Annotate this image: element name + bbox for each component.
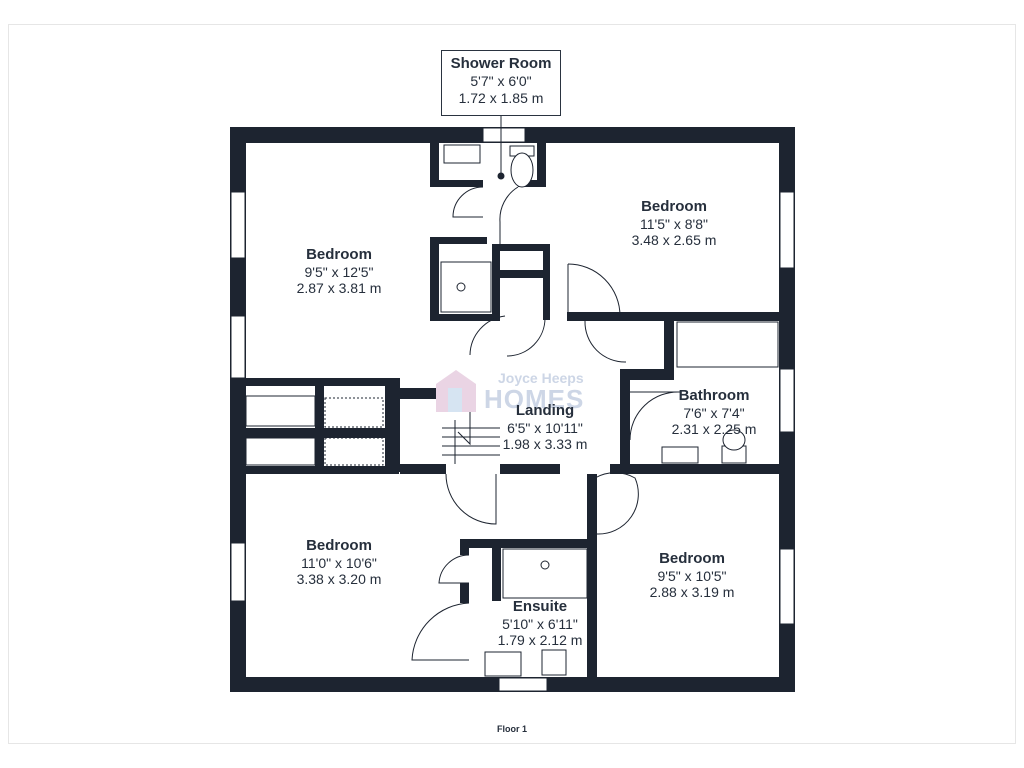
room-label-bedroom-bottom-right: Bedroom 9'5" x 10'5" 2.88 x 3.19 m — [612, 550, 772, 601]
room-name: Landing — [515, 402, 575, 419]
fixtures — [245, 144, 779, 677]
shower-room-label-box: Shower Room 5'7" x 6'0" 1.72 x 1.85 m — [441, 50, 561, 116]
room-dimension-metric: 1.79 x 2.12 m — [497, 632, 583, 649]
bathroom-basin — [661, 446, 699, 464]
room-label-ensuite: Ensuite 5'10" x 6'11" 1.79 x 2.12 m — [470, 598, 610, 649]
room-dimension-imperial: 9'5" x 10'5" — [657, 567, 727, 584]
room-dimension-imperial: 11'5" x 8'8" — [640, 215, 708, 232]
bedroom-shower-tray — [440, 261, 492, 313]
floor-label: Floor 1 — [496, 724, 527, 734]
room-name: Shower Room — [450, 55, 552, 72]
room-name: Bedroom — [306, 246, 372, 263]
wardrobe-upper — [245, 395, 316, 427]
bathroom-bath — [676, 321, 779, 368]
room-name: Ensuite — [512, 598, 568, 615]
windows — [230, 127, 795, 692]
wardrobe-lower — [245, 437, 316, 466]
house-logo-icon — [436, 370, 476, 412]
room-label-bedroom-top-left: Bedroom 9'5" x 12'5" 2.87 x 3.81 m — [259, 246, 419, 297]
room-dimension-metric: 2.87 x 3.81 m — [296, 280, 382, 297]
room-dimension-metric: 1.72 x 1.85 m — [458, 90, 544, 107]
room-label-landing: Landing 6'5" x 10'11" 1.98 x 3.33 m — [465, 402, 625, 453]
room-name: Bedroom — [306, 537, 372, 554]
room-dimension-metric: 2.31 x 2.25 m — [671, 421, 757, 438]
room-name: Bedroom — [641, 198, 707, 215]
room-dimension-imperial: 5'10" x 6'11" — [502, 615, 578, 632]
room-label-bathroom: Bathroom 7'6" x 7'4" 2.31 x 2.25 m — [634, 387, 794, 438]
room-dimension-imperial: 11'0" x 10'6" — [301, 554, 377, 571]
room-name: Bathroom — [678, 387, 750, 404]
ensuite-shower-tray — [502, 548, 588, 599]
room-label-bedroom-bottom-left: Bedroom 11'0" x 10'6" 3.38 x 3.20 m — [259, 537, 419, 588]
room-dimension-imperial: 7'6" x 7'4" — [683, 404, 745, 421]
room-dimension-imperial: 9'5" x 12'5" — [304, 263, 374, 280]
room-label-bedroom-top-right: Bedroom 11'5" x 8'8" 3.48 x 2.65 m — [594, 198, 754, 249]
shower-room-basin — [443, 144, 481, 164]
room-dimension-metric: 3.38 x 3.20 m — [296, 571, 382, 588]
room-name: Bedroom — [659, 550, 725, 567]
internal-walls — [246, 143, 795, 684]
watermark-logo: Joyce Heeps HOMES — [432, 360, 592, 420]
room-dimension-metric: 2.88 x 3.19 m — [649, 584, 735, 601]
room-dimension-imperial: 6'5" x 10'11" — [507, 419, 583, 436]
shower-room-toilet — [510, 152, 534, 188]
shower-room-pointer — [497, 116, 505, 180]
staircase — [442, 401, 500, 464]
room-dimension-imperial: 5'7" x 6'0" — [470, 73, 532, 90]
ensuite-basin — [484, 651, 522, 677]
room-dimension-metric: 3.48 x 2.65 m — [631, 232, 717, 249]
room-dimension-metric: 1.98 x 3.33 m — [502, 436, 588, 453]
doors — [411, 186, 681, 661]
plan-frame — [8, 24, 1016, 744]
watermark-text-line2: HOMES — [484, 384, 585, 414]
watermark-text-line1: Joyce Heeps — [498, 370, 584, 386]
ensuite-toilet — [541, 649, 567, 676]
